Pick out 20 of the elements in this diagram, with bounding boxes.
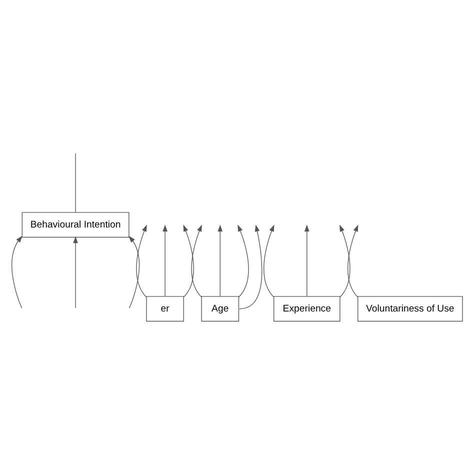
arrow [264,224,274,298]
arrow [340,224,350,298]
node-box: Age [201,296,240,322]
node-box: Experience [274,296,340,322]
node-box: er [146,296,184,322]
node-box: Voluntariness of Use [357,296,463,322]
arrow [239,224,262,310]
arrow [191,224,202,298]
connector [75,153,76,213]
arrow [73,236,78,308]
arrow [347,224,358,298]
node-box: Behavioural Intention [22,212,130,238]
arrow [136,224,147,298]
arrow [12,236,23,308]
arrow [238,224,249,298]
arrow [128,236,140,308]
arrow [304,224,310,297]
arrow [218,224,223,297]
arrow [162,224,168,297]
arrow [183,224,194,298]
